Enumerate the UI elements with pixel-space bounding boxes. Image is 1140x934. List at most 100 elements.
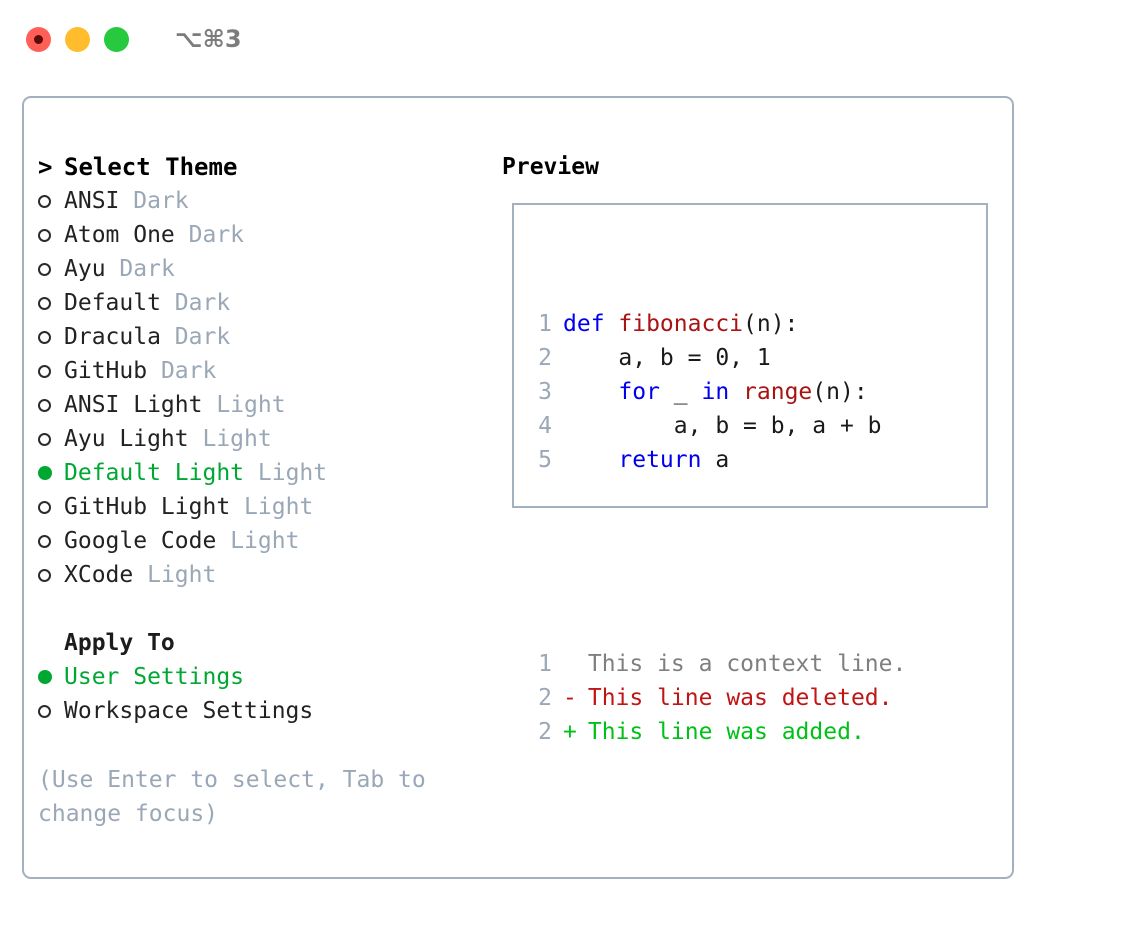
code-line-text: def fibonacci(n): [552,307,798,341]
code-line: 2 a, b = 0, 1 [526,341,986,375]
code-line-number: 5 [538,447,552,473]
theme-list-header: >Select Theme [38,150,488,184]
bullet-shape [38,534,51,548]
theme-list-item[interactable]: Ayu Dark [38,252,488,286]
theme-variant-badge: Dark [174,324,231,350]
code-token: _ [659,379,702,405]
diff-marker: + [563,719,577,745]
theme-name: Default Light [64,460,245,486]
bullet-shape [38,500,51,514]
theme-variant-badge: Light [257,460,328,486]
code-line-number: 4 [538,413,552,439]
code-token: (n): [743,311,799,337]
keyboard-hint: (Use Enter to select, Tab to change focu… [38,767,426,827]
theme-list-item[interactable]: Dracula Dark [38,320,488,354]
code-token: def [563,311,619,337]
theme-list-item[interactable]: Atom One Dark [38,218,488,252]
theme-variant-badge: Light [202,426,272,452]
theme-name: XCode [64,562,134,588]
radio-unselected-icon [38,432,64,446]
theme-variant-badge: Dark [160,358,217,384]
diff-content: This line was added. [574,719,865,745]
bullet-shape [38,364,51,378]
code-token: fibonacci [618,311,744,337]
bullet-shape [38,432,51,446]
list-spacer [38,592,488,626]
diff-line-number: 1 [538,651,552,677]
code-token: return [618,447,702,473]
diff-content: This is a context line. [574,651,907,677]
code-token [729,379,743,405]
theme-list-item[interactable]: Google Code Light [38,524,488,558]
diff-line-number: 2 [538,719,552,745]
code-line-number: 3 [538,379,552,405]
theme-list-item[interactable]: ANSI Light Light [38,388,488,422]
theme-name: GitHub Light [64,494,231,520]
theme-list-item[interactable]: GitHub Dark [38,354,488,388]
radio-unselected-icon [38,534,64,548]
prompt-caret-icon: > [38,153,53,181]
theme-variant-badge: Light [244,494,314,520]
theme-list-item[interactable]: XCode Light [38,558,488,592]
code-line: 4 a, b = b, a + b [526,409,986,443]
diff-marker: - [563,685,577,711]
zoom-button[interactable] [104,26,129,52]
diff-line: 1 This is a context line. [526,647,986,681]
code-token: (n): [812,379,868,405]
bullet-shape [38,704,51,718]
diff-block: 1 This is a context line. 2- This line wa… [526,647,986,749]
diff-line-number: 2 [538,685,552,711]
radio-unselected-icon [38,262,64,276]
code-line-number: 1 [538,311,552,337]
theme-variant-badge: Light [230,528,300,554]
theme-name: Atom One [64,222,175,248]
code-line-text: return a [552,443,729,477]
apply-to-option[interactable]: User Settings [38,660,488,694]
bullet-shape [38,398,51,412]
code-line: 5 return a [526,443,986,477]
theme-name: Default [64,290,161,316]
theme-list-item[interactable]: Ayu Light Light [38,422,488,456]
radio-unselected-icon [38,398,64,412]
theme-list-item[interactable]: Default Dark [38,286,488,320]
apply-to-option[interactable]: Workspace Settings [38,694,488,728]
diff-line-text: - This line was deleted. [552,681,893,715]
close-button[interactable] [26,26,51,52]
theme-name: Ayu Light [64,426,189,452]
apply-to-option-label: Workspace Settings [64,698,314,724]
bullet-shape [38,194,51,208]
code-token [563,379,618,405]
theme-variant-badge: Dark [188,222,245,248]
bullet-shape [38,466,52,480]
theme-variant-badge: Dark [119,256,175,282]
code-token: a [701,447,730,473]
radio-selected-icon [38,466,64,480]
code-line: 3 for _ in range(n): [526,375,986,409]
theme-list-item[interactable]: GitHub Light Light [38,490,488,524]
theme-list-item[interactable]: ANSI Dark [38,184,488,218]
apply-to-title: Apply To [38,626,488,660]
theme-variant-badge: Dark [133,188,189,214]
apply-to-option-label: User Settings [64,664,245,690]
window-controls [26,26,129,52]
theme-name: ANSI [64,188,120,214]
theme-name: Dracula [64,324,161,350]
apply-to-title-label: Apply To [64,630,175,656]
code-token: a, b = 0, 1 [563,345,771,371]
theme-list-item[interactable]: Default Light Light [38,456,488,490]
diff-content: This line was deleted. [574,685,893,711]
theme-name: ANSI Light [64,392,203,418]
minimize-button[interactable] [65,26,90,52]
code-line-text: a, b = b, a + b [552,409,882,443]
code-blank-line [526,545,986,579]
bullet-shape [38,228,51,242]
radio-unselected-icon [38,194,64,208]
diff-line-text: This is a context line. [552,647,907,681]
theme-variant-badge: Light [216,392,286,418]
bullet-shape [38,296,51,310]
